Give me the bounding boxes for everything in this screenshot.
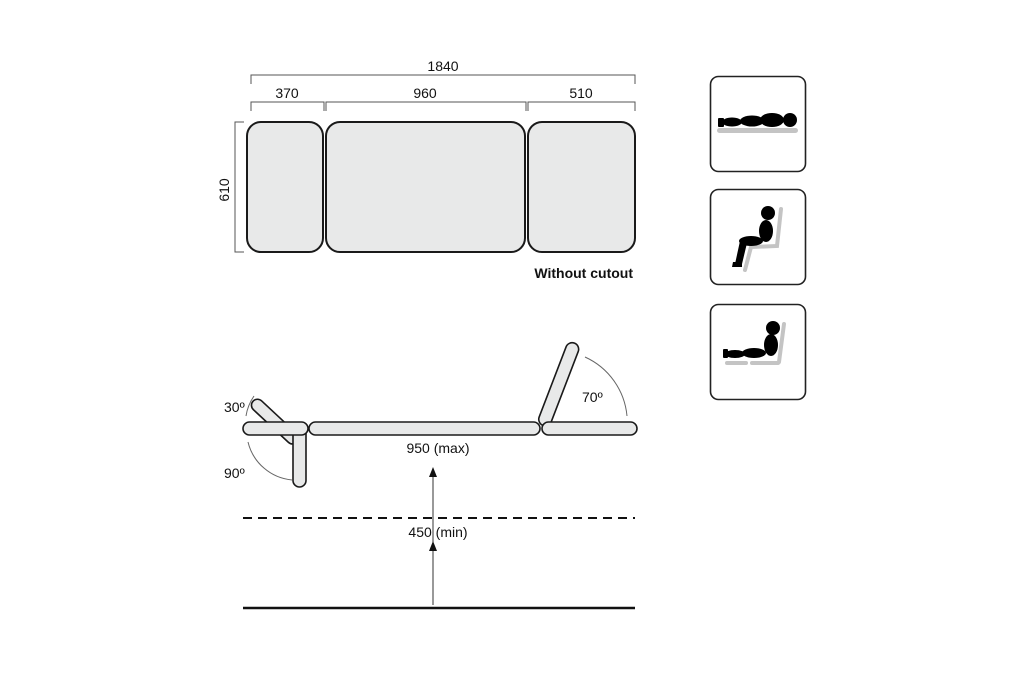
back-section-panel xyxy=(527,121,636,253)
width-dimension: 610 xyxy=(216,121,244,253)
max-height-label: 950 (max) xyxy=(406,440,469,456)
middle-section-bar xyxy=(308,421,541,436)
overall-length-label: 1840 xyxy=(427,58,458,74)
width-label: 610 xyxy=(216,178,232,202)
middle-section-panel xyxy=(325,121,526,253)
head-section-panel xyxy=(246,121,324,253)
head-section-bar xyxy=(242,421,309,436)
arrow-up-icon xyxy=(429,467,437,477)
table-top-view xyxy=(246,121,636,253)
head-up-angle-label: 30º xyxy=(224,399,245,415)
back-section-length: 510 xyxy=(569,85,593,101)
overall-length-dimension: 1840 xyxy=(250,58,636,84)
back-section-bar xyxy=(541,421,638,436)
height-dimensions: 950 (max) 450 (min) xyxy=(243,440,635,610)
segment-dimensions: 370 960 510 xyxy=(250,85,636,111)
sitting-position-icon xyxy=(709,188,807,286)
back-section-raised xyxy=(537,341,580,427)
cutout-caption: Without cutout xyxy=(534,265,633,281)
head-section-length: 370 xyxy=(275,85,299,101)
head-down-angle-label: 90º xyxy=(224,465,245,481)
back-angle-label: 70º xyxy=(582,389,603,405)
table-side-view: 30º 90º 70º xyxy=(224,341,638,488)
min-height-label: 450 (min) xyxy=(408,524,467,540)
reclined-position-icon xyxy=(709,303,807,401)
middle-section-length: 960 xyxy=(413,85,437,101)
arrow-up-icon xyxy=(429,541,437,551)
flat-lying-position-icon xyxy=(709,75,807,173)
